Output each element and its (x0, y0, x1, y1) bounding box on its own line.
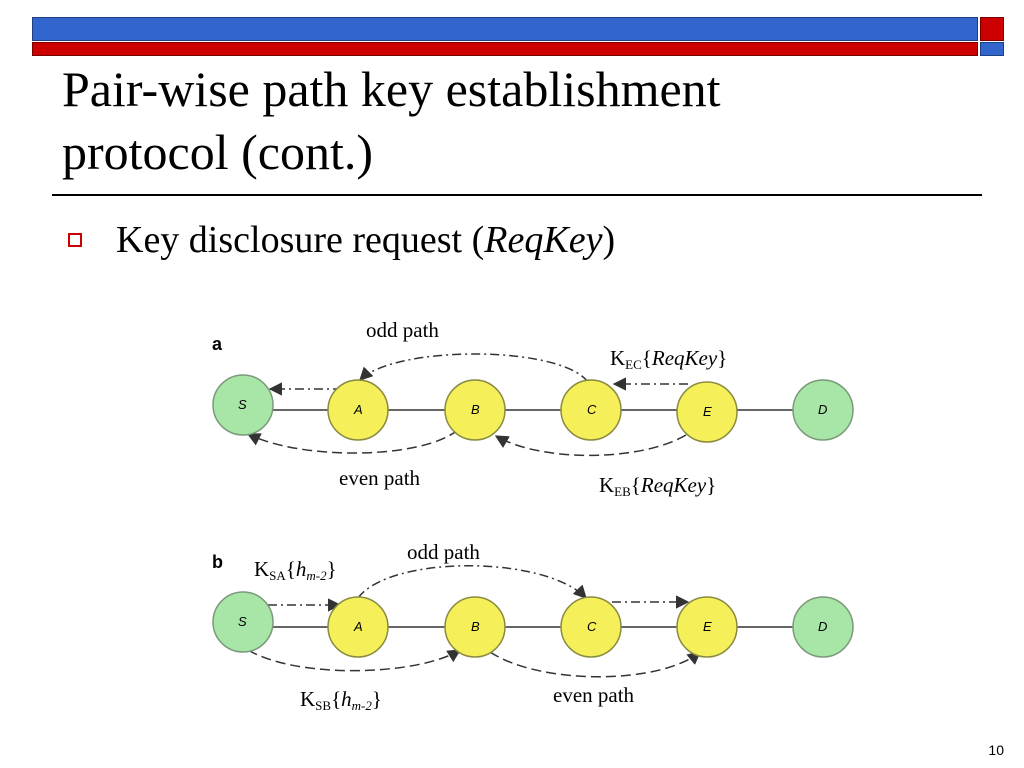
panel-a-kec-sub: EC (625, 357, 642, 372)
title-line-1: Pair-wise path key establishment (62, 61, 721, 117)
panel-b-label-b: B (471, 619, 480, 634)
panel-b-node-e (676, 596, 738, 658)
panel-b-node-c (560, 596, 622, 658)
panel-a-even-arc (246, 429, 459, 454)
panel-a-odd-path-label: odd path (366, 318, 439, 342)
panel-b-ksb-k: K (300, 687, 316, 711)
panel-a-keb-k: K (599, 473, 615, 497)
panel-b-ksa-sub: SA (269, 568, 286, 583)
bullet-suffix: ) (602, 219, 616, 261)
header-bar-red (32, 42, 978, 56)
panel-a-label-b: B (471, 402, 480, 417)
panel-b-node-s (212, 591, 274, 653)
header-bar-blue (32, 17, 978, 41)
panel-b-even-path-text: even path (553, 683, 635, 707)
panel-a-node-s (212, 374, 274, 436)
corner-square-red (980, 17, 1004, 41)
panel-b-ksa-open: { (285, 557, 296, 581)
panel-a-kec-k: K (610, 346, 626, 370)
panel-a-odd-path-text: odd path (366, 318, 439, 342)
panel-b-node-a (327, 596, 389, 658)
title-divider (52, 194, 982, 196)
panel-a-kec-label: KEC{ReqKey} (610, 346, 727, 377)
panel-a-label-d: D (818, 402, 827, 417)
panel-a-keb-sub: EB (614, 484, 631, 499)
page-number: 10 (988, 742, 1004, 758)
panel-b-ksb-close: } (371, 687, 382, 711)
panel-a-node-c (560, 379, 622, 441)
panel-a-label-e: E (703, 404, 712, 419)
corner-square-blue (980, 42, 1004, 56)
panel-b-ksa-label: KSA{hm-2} (254, 557, 337, 588)
panel-b-odd-path-text: odd path (407, 540, 480, 564)
bullet-item: Key disclosure request (ReqKey) (116, 216, 615, 264)
panel-a-kec-open: { (641, 346, 652, 370)
bullet-square-icon (68, 233, 82, 247)
panel-b-node-b (444, 596, 506, 658)
panel-a-node-e (676, 381, 738, 443)
panel-a-label-c: C (587, 402, 597, 417)
panel-b-label-d: D (818, 619, 827, 634)
panel-a-node-b (444, 379, 506, 441)
panel-b-ksb-open: { (331, 687, 342, 711)
panel-a-kec-close: } (717, 346, 728, 370)
panel-a-even-path-text: even path (339, 466, 421, 490)
slide-title: Pair-wise path key establishment protoco… (62, 58, 962, 184)
panel-a-node-a (327, 379, 389, 441)
panel-b-odd-path-label: odd path (407, 540, 480, 564)
panel-b-label-s: S (238, 614, 247, 629)
panel-b-ksb-label: KSB{hm-2} (300, 687, 382, 718)
panel-b-node-d (792, 596, 854, 658)
panel-a-e-to-b (494, 434, 687, 457)
panel-b-even-path-label: even path (553, 683, 634, 707)
panel-b-label-c: C (587, 619, 597, 634)
panel-a-keb-msg: ReqKey (640, 473, 707, 497)
panel-b-even-arc (489, 651, 702, 678)
title-line-2: protocol (cont.) (62, 124, 374, 180)
panel-a-label-s: S (238, 397, 247, 412)
panel-a-letter: a (212, 334, 223, 354)
panel-b-ksb-h: h (341, 687, 352, 711)
panel-a-odd-arc (359, 353, 589, 383)
panel-b-ksa-k: K (254, 557, 270, 581)
panel-b-ksb-sub: SB (315, 698, 332, 713)
panel-a-even-path-label: even path (339, 466, 420, 490)
panel-b-letter: b (212, 552, 223, 572)
panel-a-node-d (792, 379, 854, 441)
bullet-prefix: Key disclosure request ( (116, 219, 485, 261)
panel-a-keb-label: KEB{ReqKey} (599, 473, 716, 504)
bullet-term: ReqKey (484, 219, 603, 261)
panel-b-label-a: A (353, 619, 363, 634)
panel-b-odd-arc (357, 565, 587, 599)
panel-a-label-a: A (353, 402, 363, 417)
panel-b-label-e: E (703, 619, 712, 634)
panel-a-kec-msg: ReqKey (651, 346, 718, 370)
panel-a-keb-open: { (630, 473, 641, 497)
panel-b-ksa-h: h (295, 557, 307, 581)
panel-b-ksa-hsub: m-2 (306, 568, 327, 583)
panel-b-s-to-b (247, 649, 462, 672)
panel-a-keb-close: } (706, 473, 717, 497)
panel-b-ksa-close: } (326, 557, 337, 581)
panel-b-ksb-hsub: m-2 (351, 698, 372, 713)
